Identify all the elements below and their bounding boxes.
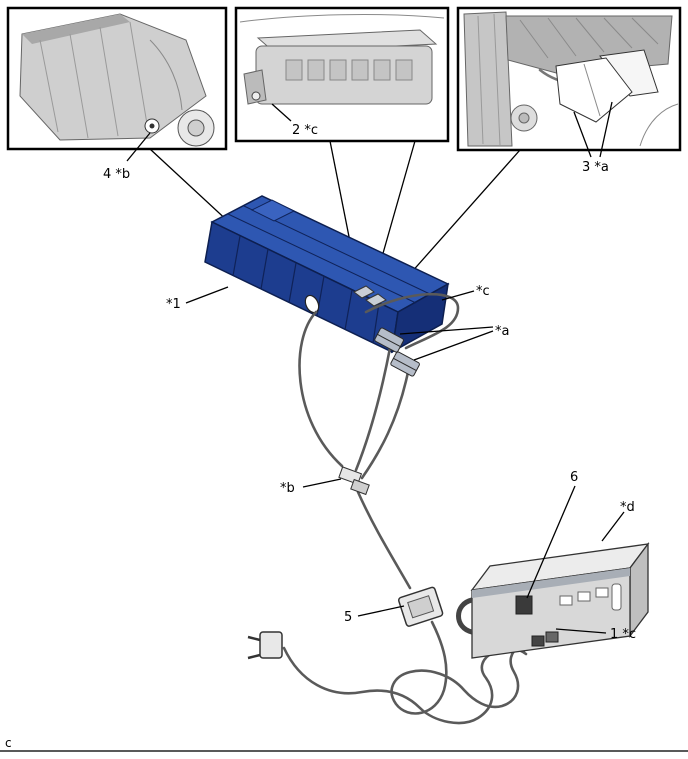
label-battery-leader bbox=[185, 286, 229, 304]
battery-vent bbox=[373, 59, 391, 81]
side-connector bbox=[243, 69, 267, 105]
equipment-unit bbox=[456, 542, 650, 659]
equipment-slot-3 bbox=[595, 587, 609, 598]
equipment-bottom-connector-2 bbox=[545, 631, 559, 643]
battery-front-ribs bbox=[232, 235, 380, 344]
label-connectors: *a bbox=[495, 324, 509, 339]
equipment-slot-1 bbox=[559, 595, 573, 606]
connector-cable-a bbox=[354, 346, 392, 472]
inline-connector-5 bbox=[397, 586, 444, 627]
cover-seam-lines bbox=[39, 21, 149, 139]
detail-inset-left bbox=[6, 6, 228, 162]
hv-connector-block-2 bbox=[390, 351, 420, 377]
detail-inset-middle bbox=[234, 6, 450, 143]
label-detail-left: 4 *b bbox=[103, 167, 130, 182]
label-2c-leader bbox=[271, 103, 292, 122]
label-4b-leader bbox=[126, 132, 151, 162]
battery-vent bbox=[329, 59, 347, 81]
dc-cable-loops bbox=[390, 620, 522, 715]
label-cable-loop-leader bbox=[441, 290, 475, 301]
label-3a-leaders bbox=[573, 101, 613, 158]
label-item-6: 6 bbox=[570, 470, 578, 485]
label-5-leader bbox=[357, 605, 405, 617]
equipment-port-6 bbox=[515, 595, 533, 615]
side-connector-bolt bbox=[251, 91, 261, 101]
junction-to-connector5-cable bbox=[356, 490, 412, 590]
label-battery: *1 bbox=[166, 297, 181, 312]
junction-connector-2 bbox=[350, 478, 370, 496]
cover-crease bbox=[149, 39, 183, 111]
connector-cable-b bbox=[360, 370, 410, 480]
label-charge-cable: *c bbox=[476, 284, 490, 299]
cover-fold-line bbox=[583, 63, 601, 117]
battery-raised-block bbox=[250, 199, 296, 222]
battery-vent bbox=[307, 59, 325, 81]
connector-block-1-seam bbox=[377, 333, 401, 348]
round-component-center bbox=[518, 112, 530, 124]
battery-vent bbox=[285, 59, 303, 81]
label-item-5: 5 bbox=[344, 610, 352, 625]
ac-plug bbox=[247, 631, 283, 660]
battery-cover-panel bbox=[19, 13, 207, 141]
label-item-1: 1 *c bbox=[610, 627, 636, 642]
label-detail-middle: 2 *c bbox=[292, 123, 318, 138]
fender-arc bbox=[639, 103, 679, 147]
body-context-line bbox=[239, 14, 445, 23]
wheel-hub-center bbox=[187, 119, 205, 137]
label-junction: *b bbox=[280, 481, 295, 496]
page-corner-letter: c bbox=[5, 736, 12, 750]
cover-top-band bbox=[22, 14, 130, 44]
connector5-inner bbox=[407, 595, 435, 619]
frame-rail-lines bbox=[477, 13, 501, 146]
hv-connector-block-1 bbox=[374, 327, 404, 353]
label-junction-leader bbox=[302, 478, 342, 488]
label-connectors-leaders bbox=[399, 326, 494, 361]
label-6-leader bbox=[526, 485, 576, 599]
battery-connector-small-2 bbox=[365, 293, 387, 307]
battery-connector-small-1 bbox=[353, 285, 375, 299]
cable-junction bbox=[338, 466, 370, 496]
equipment-front-stripe bbox=[472, 568, 630, 598]
equipment-bottom-connector-1 bbox=[531, 635, 545, 647]
protective-cover-1 bbox=[555, 57, 633, 123]
equipment-slot-2 bbox=[577, 591, 591, 602]
label-d-leader bbox=[601, 511, 625, 542]
label-1c-leader bbox=[555, 628, 607, 634]
charge-cable-loop bbox=[364, 292, 460, 350]
plug-prongs bbox=[247, 635, 261, 660]
detail-inset-right bbox=[456, 6, 682, 158]
battery-vent bbox=[395, 59, 413, 81]
label-detail-right: 3 *a bbox=[582, 160, 609, 175]
battery-vent bbox=[351, 59, 369, 81]
battery-under-cable bbox=[298, 310, 344, 468]
frame-rail bbox=[463, 11, 513, 147]
label-equipment-top: *d bbox=[620, 500, 635, 515]
machinery-hatch bbox=[519, 17, 659, 59]
equipment-handle bbox=[456, 597, 473, 635]
plug-body bbox=[259, 631, 283, 659]
hv-battery bbox=[204, 195, 450, 354]
equipment-vent-slot bbox=[611, 583, 622, 611]
connector-block-2-seam bbox=[393, 357, 417, 372]
grommet-center bbox=[149, 123, 155, 129]
